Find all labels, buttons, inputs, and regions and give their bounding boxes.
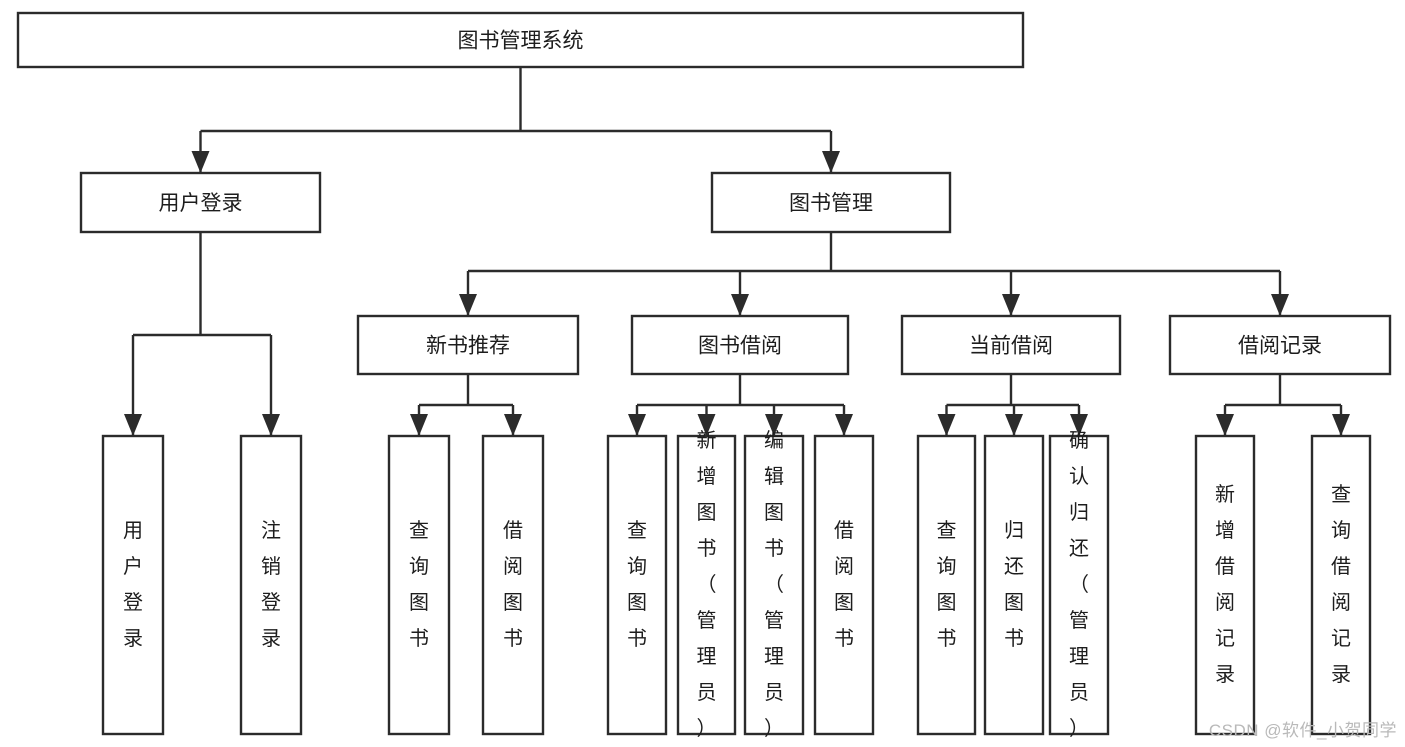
arrow-head-icon xyxy=(410,414,428,436)
node-label: 图书管理系统 xyxy=(458,30,584,53)
node-box xyxy=(1194,434,1256,736)
node-label: 查询图书 xyxy=(409,519,429,650)
node-l3-new-book[interactable]: 新书推荐 xyxy=(356,314,580,376)
node-leaf-nb-borrow[interactable]: 借阅图书 xyxy=(481,434,545,736)
node-box xyxy=(101,434,165,736)
node-box xyxy=(710,171,952,234)
node-box xyxy=(356,314,580,376)
node-label: 当前借阅 xyxy=(969,335,1053,358)
connector-group-l2-user-login xyxy=(124,232,280,436)
node-layer: 图书管理系统用户登录图书管理新书推荐图书借阅当前借阅借阅记录用户登录注销登录查询… xyxy=(16,11,1392,740)
node-leaf-bo-add[interactable]: 新增图书（管理员） xyxy=(676,429,737,740)
node-label: 用户登录 xyxy=(159,192,243,215)
node-l3-borrow[interactable]: 图书借阅 xyxy=(630,314,850,376)
node-leaf-cu-return[interactable]: 归还图书 xyxy=(983,434,1045,736)
node-box xyxy=(900,314,1122,376)
arrow-head-icon xyxy=(1271,294,1289,316)
node-leaf-bo-query[interactable]: 查询图书 xyxy=(606,434,668,736)
arrow-head-icon xyxy=(191,151,210,173)
node-l2-user-login[interactable]: 用户登录 xyxy=(79,171,322,234)
node-label: 借阅图书 xyxy=(503,519,523,650)
node-box xyxy=(387,434,451,736)
node-box xyxy=(1048,434,1110,736)
node-l3-record[interactable]: 借阅记录 xyxy=(1168,314,1392,376)
arrow-head-icon xyxy=(459,294,477,316)
node-box xyxy=(813,434,875,736)
arrow-head-icon xyxy=(262,414,280,436)
node-box xyxy=(1310,434,1372,736)
node-label: 新增图书（管理员） xyxy=(697,429,717,740)
node-box xyxy=(16,11,1025,69)
arrow-head-icon xyxy=(1005,414,1023,436)
node-root[interactable]: 图书管理系统 xyxy=(16,11,1025,69)
arrow-head-icon xyxy=(1002,294,1020,316)
node-leaf-cu-confirm[interactable]: 确认归还（管理员） xyxy=(1048,429,1110,740)
node-leaf-bo-borrow[interactable]: 借阅图书 xyxy=(813,434,875,736)
arrow-head-icon xyxy=(628,414,646,436)
connector-group-root xyxy=(191,67,840,173)
node-box xyxy=(606,434,668,736)
node-l3-current[interactable]: 当前借阅 xyxy=(900,314,1122,376)
node-leaf-rc-query[interactable]: 查询借阅记录 xyxy=(1310,434,1372,736)
node-box xyxy=(743,434,805,736)
node-leaf-rc-add[interactable]: 新增借阅记录 xyxy=(1194,434,1256,736)
node-label: 新书推荐 xyxy=(426,335,510,358)
node-box xyxy=(79,171,322,234)
node-box xyxy=(630,314,850,376)
arrow-head-icon xyxy=(697,414,716,436)
node-label: 用户登录 xyxy=(123,520,143,650)
arrow-head-icon xyxy=(731,294,749,316)
arrow-head-icon xyxy=(504,414,522,436)
node-label: 借阅记录 xyxy=(1238,335,1322,358)
connector-group-l3-record xyxy=(1216,374,1350,436)
arrow-head-icon xyxy=(124,414,142,436)
arrow-head-icon xyxy=(835,414,853,436)
node-leaf-cu-query[interactable]: 查询图书 xyxy=(916,434,977,736)
connector-group-l2-book-manage xyxy=(459,232,1289,316)
node-box xyxy=(916,434,977,736)
node-box xyxy=(1168,314,1392,376)
connector-group-l3-current xyxy=(937,374,1088,436)
node-label: 借阅图书 xyxy=(834,519,854,650)
node-label: 查询图书 xyxy=(627,519,647,650)
node-label: 新增借阅记录 xyxy=(1215,483,1235,686)
arrow-head-icon xyxy=(1332,414,1350,436)
node-label: 编辑图书（管理员） xyxy=(764,429,784,740)
arrow-head-icon xyxy=(1070,414,1088,436)
arrow-head-icon xyxy=(822,151,840,173)
node-leaf-user-login[interactable]: 用户登录 xyxy=(101,434,165,736)
node-label: 确认归还（管理员） xyxy=(1069,429,1089,740)
connector-layer xyxy=(124,67,1350,436)
node-label: 归还图书 xyxy=(1004,519,1024,650)
node-label: 图书借阅 xyxy=(698,335,782,358)
node-leaf-bo-edit[interactable]: 编辑图书（管理员） xyxy=(743,429,805,740)
node-l2-book-manage[interactable]: 图书管理 xyxy=(710,171,952,234)
node-leaf-logout[interactable]: 注销登录 xyxy=(239,434,303,736)
connector-group-l3-new-book xyxy=(410,374,522,436)
node-label: 注销登录 xyxy=(261,519,281,650)
node-box xyxy=(481,434,545,736)
node-label: 查询借阅记录 xyxy=(1331,483,1351,686)
node-box xyxy=(239,434,303,736)
node-label: 图书管理 xyxy=(789,192,873,215)
node-leaf-nb-query[interactable]: 查询图书 xyxy=(387,434,451,736)
arrow-head-icon xyxy=(937,414,956,436)
connector-group-l3-borrow xyxy=(628,374,853,436)
node-box xyxy=(983,434,1045,736)
node-box xyxy=(676,434,737,736)
arrow-head-icon xyxy=(765,414,783,436)
arrow-head-icon xyxy=(1216,414,1234,436)
node-label: 查询图书 xyxy=(937,519,957,650)
